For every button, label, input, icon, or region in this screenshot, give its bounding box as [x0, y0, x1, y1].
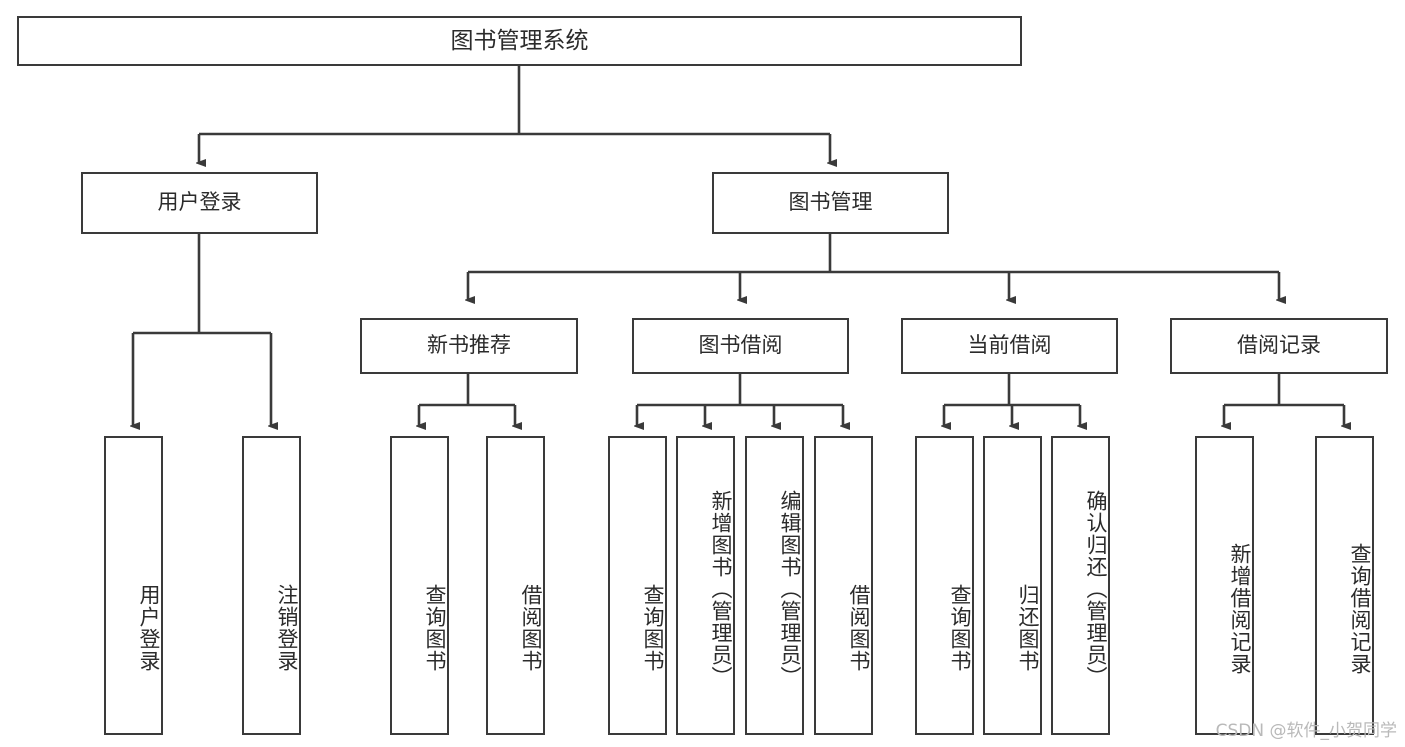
leaf-user-login-login[interactable]: 用户登录 — [104, 436, 163, 735]
node-label: 编辑图书（管理员） — [778, 489, 802, 688]
csdn-watermark: CSDN @软件_小贺同学 — [1215, 721, 1397, 741]
leaf-user-login-logout[interactable]: 注销登录 — [242, 436, 301, 735]
node-label: 查询图书 — [948, 583, 972, 672]
node-book-borrow[interactable]: 图书借阅 — [632, 318, 849, 374]
leaf-current-borrow-return-book[interactable]: 归还图书 — [983, 436, 1042, 735]
leaf-book-borrow-query-book[interactable]: 查询图书 — [608, 436, 667, 735]
leaf-new-book-query-book[interactable]: 查询图书 — [390, 436, 449, 735]
node-label: 用户登录 — [137, 583, 161, 672]
node-label: 当前借阅 — [967, 333, 1052, 358]
node-label: 查询借阅记录 — [1348, 542, 1372, 675]
leaf-book-borrow-add-book-admin[interactable]: 新增图书（管理员） — [676, 436, 735, 735]
leaf-new-book-borrow-book[interactable]: 借阅图书 — [486, 436, 545, 735]
leaf-current-borrow-query-book[interactable]: 查询图书 — [915, 436, 974, 735]
leaf-book-borrow-edit-book-admin[interactable]: 编辑图书（管理员） — [745, 436, 804, 735]
node-label: 新书推荐 — [427, 333, 511, 358]
leaf-current-borrow-confirm-return-admin[interactable]: 确认归还（管理员） — [1051, 436, 1110, 735]
node-label: 图书管理系统 — [450, 27, 589, 54]
node-borrow-record[interactable]: 借阅记录 — [1170, 318, 1388, 374]
node-label: 新增图书（管理员） — [709, 489, 733, 688]
node-label: 借阅图书 — [847, 583, 871, 672]
node-book-management[interactable]: 图书管理 — [712, 172, 949, 234]
node-user-login[interactable]: 用户登录 — [81, 172, 318, 234]
node-label: 归还图书 — [1016, 583, 1040, 672]
node-current-borrow[interactable]: 当前借阅 — [901, 318, 1118, 374]
leaf-borrow-record-query-record[interactable]: 查询借阅记录 — [1315, 436, 1374, 735]
node-label: 借阅图书 — [519, 583, 543, 672]
node-label: 用户登录 — [157, 190, 242, 215]
node-label: 确认归还（管理员） — [1084, 489, 1108, 688]
node-label: 查询图书 — [641, 583, 665, 672]
leaf-borrow-record-add-record[interactable]: 新增借阅记录 — [1195, 436, 1254, 735]
node-label: 注销登录 — [275, 583, 299, 672]
node-label: 查询图书 — [423, 583, 447, 672]
leaf-book-borrow-borrow-book[interactable]: 借阅图书 — [814, 436, 873, 735]
node-label: 图书借阅 — [698, 333, 783, 358]
node-new-book-recommend[interactable]: 新书推荐 — [360, 318, 578, 374]
node-root-system[interactable]: 图书管理系统 — [17, 16, 1022, 66]
node-label: 新增借阅记录 — [1228, 542, 1252, 675]
node-label: 借阅记录 — [1237, 333, 1321, 358]
node-label: 图书管理 — [788, 190, 873, 215]
